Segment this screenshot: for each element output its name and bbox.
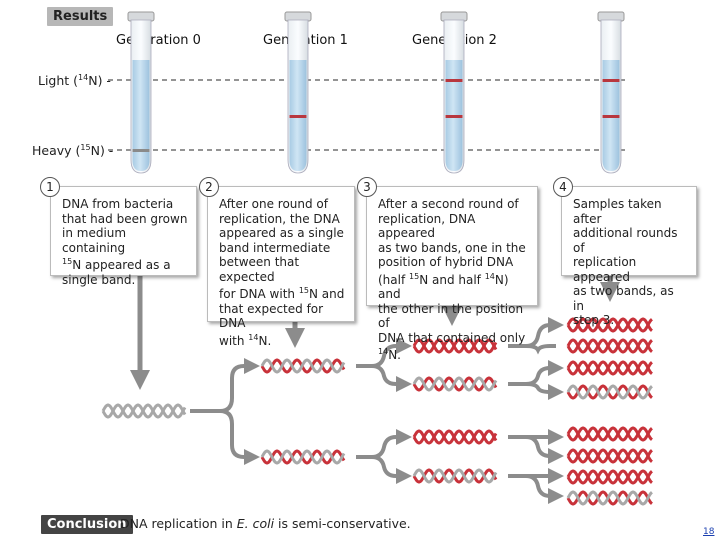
light-band-label: Light (14N) - — [38, 73, 111, 88]
isotope-superscript: 15 — [298, 286, 310, 295]
dna-gen0-heavy — [101, 403, 187, 419]
tube-generation-0 — [127, 11, 155, 174]
dna-strand — [260, 449, 346, 465]
isotope-superscript: 15 — [62, 257, 73, 266]
dna-gen2-light-a — [412, 338, 498, 354]
tube-2-hybrid-band — [445, 115, 463, 118]
dna-strand — [566, 384, 653, 400]
dna-gen3-2 — [566, 360, 653, 376]
isotope-superscript: 14 — [378, 347, 389, 356]
dna-strand — [566, 360, 653, 376]
tube-generation-1 — [284, 11, 312, 174]
branch-gen2-b — [508, 360, 564, 386]
isotope-superscript: 15 — [409, 271, 420, 281]
dna-gen3-7 — [566, 490, 653, 506]
dna-strand — [412, 468, 498, 484]
dna-gen2-hybrid-b — [412, 468, 498, 484]
dna-strand — [566, 426, 653, 442]
dna-strand — [566, 338, 653, 354]
dna-strand — [412, 376, 498, 392]
dna-strand — [412, 376, 498, 392]
tube-3-hybrid-band — [602, 115, 620, 118]
dna-gen3-5 — [566, 448, 653, 464]
dna-strand — [412, 429, 498, 445]
conclusion-text-before: DNA replication in — [120, 516, 237, 531]
dna-strand — [412, 429, 498, 445]
dna-strand — [566, 317, 653, 333]
light-label-text: Light ( — [38, 73, 79, 89]
step-3-number: 3 — [357, 177, 377, 197]
step-4-number: 4 — [553, 177, 573, 197]
conclusion-organism: E. coli — [236, 516, 275, 531]
dna-strand — [566, 469, 653, 485]
conclusion-tag: Conclusion — [41, 515, 133, 534]
tube-generation-2 — [440, 11, 468, 174]
dna-strand — [566, 448, 653, 464]
heavy-band-label: Heavy (15N) - — [32, 143, 113, 158]
heavy-label-isotope: 15 — [80, 143, 91, 152]
dna-gen3-6 — [566, 469, 653, 485]
dna-strand — [566, 490, 653, 506]
results-tag: Results — [47, 7, 114, 26]
conclusion-text-after: is semi-conservative. — [274, 516, 411, 531]
dna-strand — [101, 403, 187, 419]
tube-generation-3 — [597, 11, 625, 174]
dna-strand — [260, 449, 346, 465]
conclusion-text: DNA replication in E. coli is semi-conse… — [120, 516, 411, 531]
dna-gen1-hybrid-a — [260, 358, 346, 374]
tube-2-light-band — [445, 79, 463, 82]
dna-strand — [101, 403, 187, 419]
light-label-isotope: 14 — [78, 73, 89, 82]
dna-gen1-hybrid-b — [260, 449, 346, 465]
light-label-unit: N) - — [88, 73, 111, 89]
tube-1-hybrid-band — [289, 115, 307, 118]
branch-gen1-bottom — [356, 429, 412, 459]
branch-arrows — [190, 317, 564, 504]
tube-0-heavy-band — [132, 149, 150, 152]
heavy-label-text: Heavy ( — [32, 143, 81, 159]
step-1-number: 1 — [40, 177, 60, 197]
dna-gen3-0 — [566, 317, 653, 333]
dna-gen2-light-b — [412, 429, 498, 445]
dna-strand — [260, 358, 346, 374]
branch-gen0 — [190, 358, 260, 413]
isotope-superscript: 14 — [484, 271, 495, 281]
dna-strand — [412, 338, 498, 354]
dna-molecules — [101, 317, 653, 506]
dna-strand — [412, 468, 498, 484]
step-2-number: 2 — [199, 177, 219, 197]
page-number: 18 — [703, 527, 715, 537]
tube-3-light-band — [602, 79, 620, 82]
heavy-label-unit: N) - — [90, 143, 114, 159]
dna-gen3-1 — [566, 338, 653, 354]
isotope-superscript: 14 — [248, 332, 259, 342]
dna-gen2-hybrid-a — [412, 376, 498, 392]
dna-strand — [412, 338, 498, 354]
dna-strand — [260, 358, 346, 374]
dna-gen3-3 — [566, 384, 653, 400]
dna-gen3-4 — [566, 426, 653, 442]
